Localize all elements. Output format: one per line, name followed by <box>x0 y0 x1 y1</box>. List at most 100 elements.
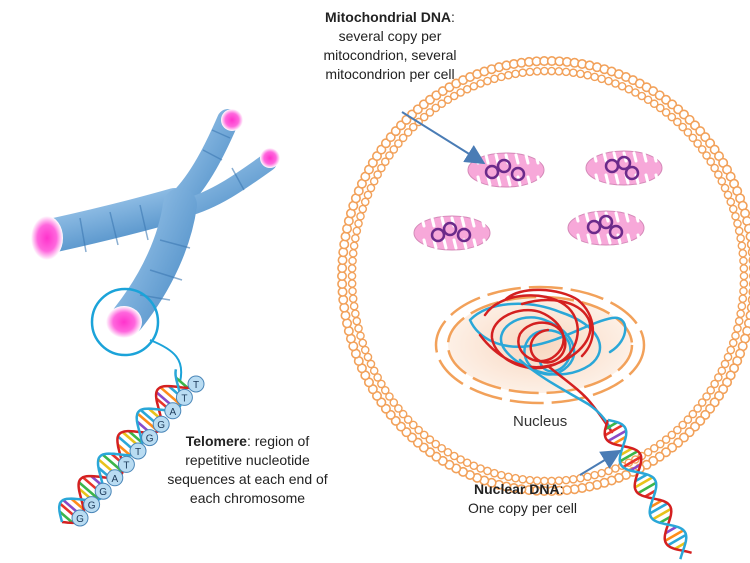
membrane-bead <box>349 301 359 311</box>
membrane-bead <box>394 139 403 148</box>
membrane-bead <box>737 301 747 311</box>
nuclear-dna-title: Nuclear DNA <box>474 481 560 497</box>
membrane-bead <box>643 95 653 105</box>
telomere-title: Telomere <box>185 433 247 449</box>
membrane-bead <box>738 249 748 258</box>
membrane-bead <box>739 264 749 273</box>
membrane-bead <box>678 122 687 132</box>
membrane-bead <box>525 67 535 77</box>
telomere-base-letter: T <box>123 460 129 471</box>
telomere-line: each chromosome <box>189 490 306 506</box>
telomere-base-letter: T <box>193 380 199 391</box>
base-pair <box>612 435 627 446</box>
membrane-bead <box>389 145 399 154</box>
membrane-bead <box>338 247 349 258</box>
membrane-bead <box>456 455 465 464</box>
membrane-bead <box>385 151 394 160</box>
membrane-bead <box>398 133 408 143</box>
telomere-base: G <box>94 482 112 500</box>
membrane-bead <box>437 443 447 453</box>
membrane-bead <box>425 108 435 117</box>
membrane-bead <box>437 99 447 109</box>
base-pair <box>604 421 618 431</box>
membrane-bead <box>736 309 745 318</box>
base-pair <box>622 455 642 469</box>
membrane-bead <box>340 310 351 321</box>
membrane-bead <box>340 231 351 242</box>
membrane-bead <box>431 439 441 449</box>
membrane-bead <box>347 264 357 273</box>
membrane-bead <box>631 88 640 97</box>
telomere-base: T <box>129 442 147 460</box>
membrane-bead <box>377 379 386 389</box>
membrane-bead <box>547 66 556 76</box>
membrane-bead <box>358 204 368 214</box>
mitochondrion <box>413 215 491 251</box>
membrane-bead <box>431 103 441 113</box>
base-pair <box>649 499 663 509</box>
membrane-bead <box>661 435 671 444</box>
membrane-bead <box>518 68 528 78</box>
nuclear-dna-arrow <box>579 449 622 476</box>
membrane-bead <box>352 226 362 236</box>
membrane-bead <box>673 425 682 435</box>
telomere-base-letter: A <box>111 474 118 485</box>
telomere-line: repetitive nucleotide <box>185 452 310 468</box>
mitochondrion <box>567 210 645 246</box>
membrane-bead <box>363 190 373 200</box>
membrane-bead <box>683 415 693 424</box>
membrane-bead <box>697 145 707 154</box>
membrane-bead <box>590 72 599 82</box>
membrane-bead <box>655 439 665 449</box>
membrane-bead <box>347 271 357 281</box>
membrane-bead <box>738 294 748 303</box>
membrane-bead <box>576 69 585 79</box>
mitochondrial-dna-line: mitocondrion, several <box>323 47 457 63</box>
membrane-bead <box>351 309 360 318</box>
membrane-bead <box>568 68 578 78</box>
base-pair <box>78 481 100 501</box>
membrane-bead <box>728 338 738 348</box>
membrane-bead <box>339 302 350 313</box>
membrane-bead <box>697 398 707 407</box>
membrane-bead <box>733 219 742 228</box>
base-pair <box>619 447 633 457</box>
membrane-bead <box>349 241 359 251</box>
membrane-bead <box>590 470 599 480</box>
telomere-base-letter: G <box>99 487 107 498</box>
membrane-bead <box>409 122 418 132</box>
base-pair <box>607 429 627 443</box>
membrane-bead <box>710 163 719 173</box>
base-pair <box>70 497 85 511</box>
nuclear-dna-line: One copy per cell <box>468 500 577 516</box>
membrane-bead <box>649 99 659 109</box>
membrane-bead <box>356 331 365 341</box>
telomere-base: A <box>106 469 124 487</box>
base-pair <box>667 533 687 547</box>
base-pair <box>58 510 74 524</box>
membrane-bead <box>347 279 357 288</box>
membrane-bead <box>497 72 506 82</box>
membrane-bead <box>710 379 719 389</box>
mitochondrial-dna-line: mitocondrion per cell <box>325 66 455 82</box>
membrane-bead <box>366 359 376 369</box>
membrane-bead <box>683 128 693 137</box>
nucleus-label: Nucleus <box>513 413 568 430</box>
membrane-bead <box>456 88 465 97</box>
membrane-bead <box>354 219 363 228</box>
membrane-bead <box>380 385 390 395</box>
telomere-base-letter: G <box>157 420 165 431</box>
membrane-bead <box>483 466 492 476</box>
membrane-bead <box>739 256 748 266</box>
membrane-bead <box>554 67 564 76</box>
base-pair <box>664 529 685 543</box>
membrane-bead <box>706 385 716 395</box>
base-pair <box>604 423 624 437</box>
membrane-bead <box>360 197 370 207</box>
membrane-bead <box>369 176 379 186</box>
base-pair <box>649 502 669 515</box>
telomere-callout-line <box>149 339 183 383</box>
membrane-bead <box>702 392 711 401</box>
